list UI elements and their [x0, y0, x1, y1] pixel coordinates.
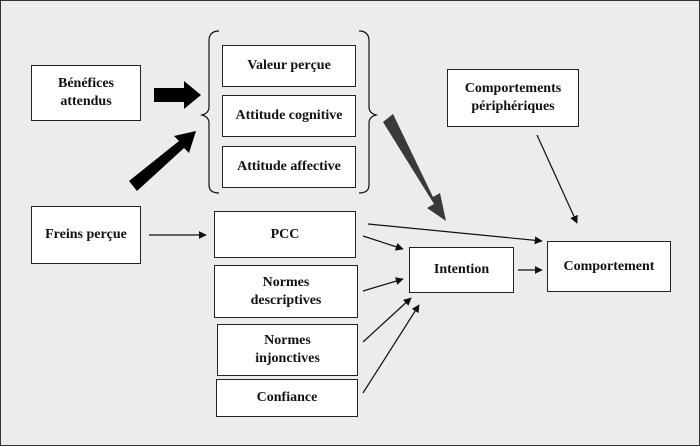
arrow-confiance-to-intention	[362, 304, 420, 394]
grouping-brace-right	[358, 30, 379, 194]
arrow-pcc-to-comportement	[367, 223, 543, 245]
box-normes-descriptives: Normes descriptives	[214, 265, 358, 318]
arrow-descriptives-to-intention	[362, 277, 404, 292]
box-pcc: PCC	[214, 211, 356, 258]
box-benefices-attendus: Bénéfices attendus	[31, 65, 141, 121]
bold-arrow-benefices-to-attitudes	[154, 81, 201, 109]
box-normes-injonctives: Normes injonctives	[217, 324, 358, 376]
arrow-peripheriques-to-comportement	[536, 134, 578, 224]
arrow-injonctives-to-intention	[362, 297, 412, 343]
box-intention: Intention	[409, 247, 514, 293]
box-freins-percue: Freins perçue	[31, 206, 141, 264]
bold-arrow-attitudes-to-intention	[383, 114, 446, 221]
box-attitude-cognitive: Attitude cognitive	[222, 95, 356, 137]
box-comportement: Comportement	[547, 241, 671, 292]
box-confiance: Confiance	[216, 379, 358, 417]
arrow-pcc-to-intention	[362, 235, 404, 251]
box-valeur-percue: Valeur perçue	[222, 45, 356, 87]
box-attitude-affective: Attitude affective	[222, 146, 356, 188]
box-comportements-peripheriques: Comportements périphériques	[447, 69, 579, 127]
bold-arrow-freins-to-attitudes	[129, 131, 196, 191]
grouping-brace-left	[199, 30, 220, 194]
